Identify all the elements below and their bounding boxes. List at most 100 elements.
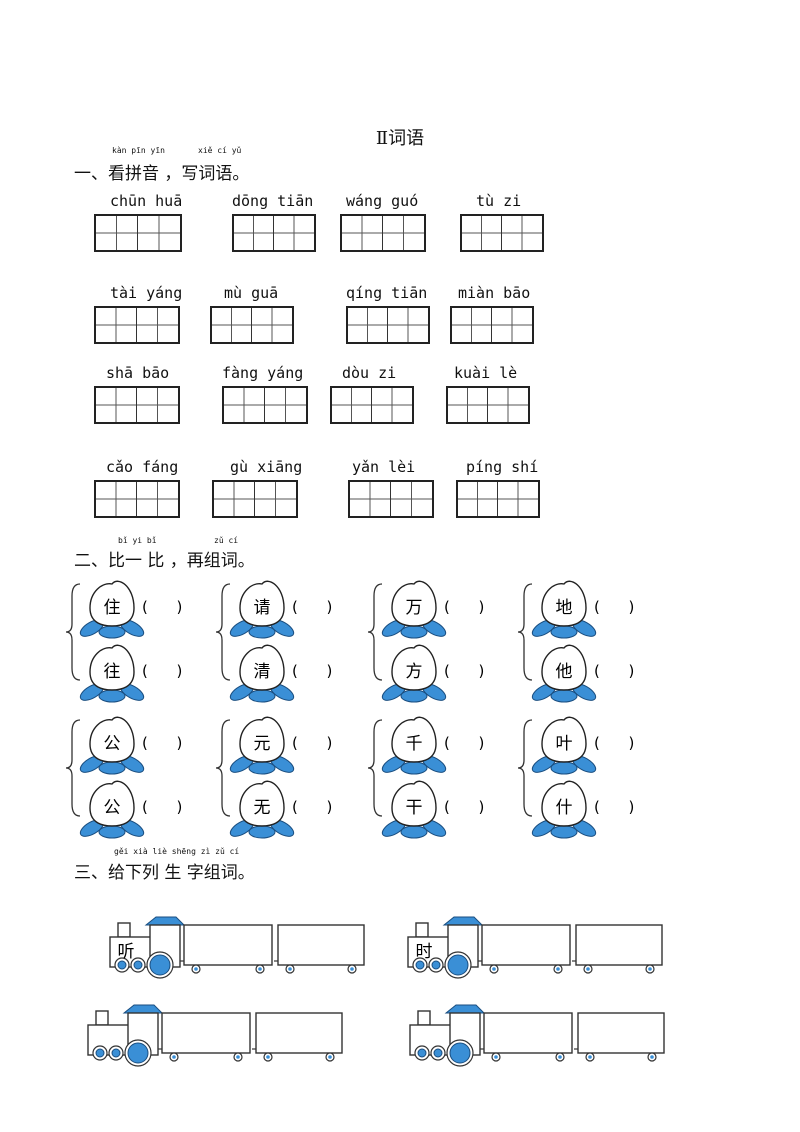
peach-character: 无	[254, 798, 271, 818]
answer-parentheses[interactable]: ( )	[444, 798, 484, 816]
writing-grid[interactable]	[346, 306, 430, 344]
writing-cell[interactable]	[252, 308, 292, 342]
answer-parentheses[interactable]: ( )	[594, 734, 634, 752]
writing-grid[interactable]	[456, 480, 540, 518]
answer-car[interactable]	[161, 1012, 251, 1054]
answer-car[interactable]	[255, 1012, 343, 1054]
peach-fruit	[391, 580, 437, 627]
answer-parentheses[interactable]: ( )	[292, 662, 332, 680]
writing-cell[interactable]	[96, 482, 137, 516]
writing-cell[interactable]	[96, 388, 137, 422]
writing-grid[interactable]	[330, 386, 414, 424]
writing-cell[interactable]	[265, 388, 306, 422]
writing-grid[interactable]	[348, 480, 434, 518]
answer-parentheses[interactable]: ( )	[142, 734, 182, 752]
writing-cell[interactable]	[332, 388, 372, 422]
wheel-hub	[449, 1042, 471, 1064]
peach-fruit	[239, 780, 285, 827]
answer-car[interactable]	[575, 924, 663, 966]
writing-cell[interactable]	[96, 216, 138, 250]
writing-grid[interactable]	[94, 214, 182, 252]
answer-parentheses[interactable]: ( )	[142, 662, 182, 680]
peach-character: 往	[104, 662, 121, 682]
writing-cell[interactable]	[452, 308, 492, 342]
writing-cell[interactable]	[137, 482, 178, 516]
writing-grid[interactable]	[212, 480, 298, 518]
answer-parentheses[interactable]: ( )	[444, 734, 484, 752]
answer-parentheses[interactable]: ( )	[292, 798, 332, 816]
wheel-hub	[328, 1055, 332, 1059]
writing-grid[interactable]	[210, 306, 294, 344]
answer-parentheses[interactable]: ( )	[142, 798, 182, 816]
wheel-hub	[447, 954, 469, 976]
writing-cell[interactable]	[448, 388, 488, 422]
section1-ruby-2: xiě cí yǔ	[198, 146, 242, 155]
writing-cell[interactable]	[137, 308, 178, 342]
answer-car[interactable]	[481, 924, 571, 966]
writing-grid[interactable]	[232, 214, 316, 252]
writing-cell[interactable]	[383, 216, 424, 250]
writing-cell[interactable]	[462, 216, 502, 250]
answer-parentheses[interactable]: ( )	[594, 798, 634, 816]
writing-grid[interactable]	[222, 386, 308, 424]
writing-cell[interactable]	[255, 482, 296, 516]
peach-icon: 清	[229, 644, 295, 703]
train-icon	[87, 1004, 343, 1067]
section2-ruby-2: zǔ cí	[214, 536, 239, 545]
leaf-icon	[550, 825, 578, 839]
answer-car[interactable]	[577, 1012, 665, 1054]
writing-cell[interactable]	[388, 308, 428, 342]
answer-parentheses[interactable]: ( )	[444, 662, 484, 680]
pinyin-label: dōng tiān	[232, 192, 314, 210]
peach-icon: 公	[79, 780, 145, 839]
writing-cell[interactable]	[138, 216, 180, 250]
writing-grid[interactable]	[94, 306, 180, 344]
chimney	[415, 922, 429, 938]
writing-grid[interactable]	[94, 480, 180, 518]
answer-parentheses[interactable]: ( )	[142, 598, 182, 616]
answer-car[interactable]	[183, 924, 273, 966]
answer-parentheses[interactable]: ( )	[292, 734, 332, 752]
pinyin-label: mù guā	[224, 284, 279, 302]
writing-cell[interactable]	[212, 308, 252, 342]
writing-cell[interactable]	[224, 388, 265, 422]
answer-car[interactable]	[483, 1012, 573, 1054]
writing-cell[interactable]	[234, 216, 274, 250]
wheel-hub	[236, 1055, 240, 1059]
writing-grid[interactable]	[460, 214, 544, 252]
writing-cell[interactable]	[342, 216, 383, 250]
writing-cell[interactable]	[274, 216, 314, 250]
writing-grid[interactable]	[446, 386, 530, 424]
answer-parentheses[interactable]: ( )	[594, 662, 634, 680]
section3-heading: 三、给下列 生 字组词。	[74, 863, 255, 883]
peach-fruit	[541, 580, 587, 627]
roof-icon	[444, 1004, 486, 1014]
writing-cell[interactable]	[458, 482, 498, 516]
writing-cell[interactable]	[498, 482, 538, 516]
writing-cell[interactable]	[348, 308, 388, 342]
answer-parentheses[interactable]: ( )	[594, 598, 634, 616]
writing-cell[interactable]	[96, 308, 137, 342]
writing-cell[interactable]	[350, 482, 391, 516]
writing-grid[interactable]	[94, 386, 180, 424]
peach-character: 干	[406, 798, 423, 818]
peach-character: 元	[254, 734, 271, 754]
leaf-icon	[400, 625, 428, 639]
writing-cell[interactable]	[391, 482, 432, 516]
writing-cell[interactable]	[488, 388, 528, 422]
wheel-hub	[117, 960, 127, 970]
train-character: 时	[416, 942, 433, 962]
answer-parentheses[interactable]: ( )	[444, 598, 484, 616]
writing-cell[interactable]	[492, 308, 532, 342]
writing-grid[interactable]	[450, 306, 534, 344]
writing-cell[interactable]	[372, 388, 412, 422]
writing-cell[interactable]	[502, 216, 542, 250]
writing-grid[interactable]	[340, 214, 426, 252]
writing-cell[interactable]	[137, 388, 178, 422]
answer-parentheses[interactable]: ( )	[292, 598, 332, 616]
answer-car[interactable]	[277, 924, 365, 966]
pinyin-label: tù zi	[476, 192, 522, 210]
writing-cell[interactable]	[214, 482, 255, 516]
wheel-hub	[588, 1055, 592, 1059]
leaf-icon	[400, 689, 428, 703]
